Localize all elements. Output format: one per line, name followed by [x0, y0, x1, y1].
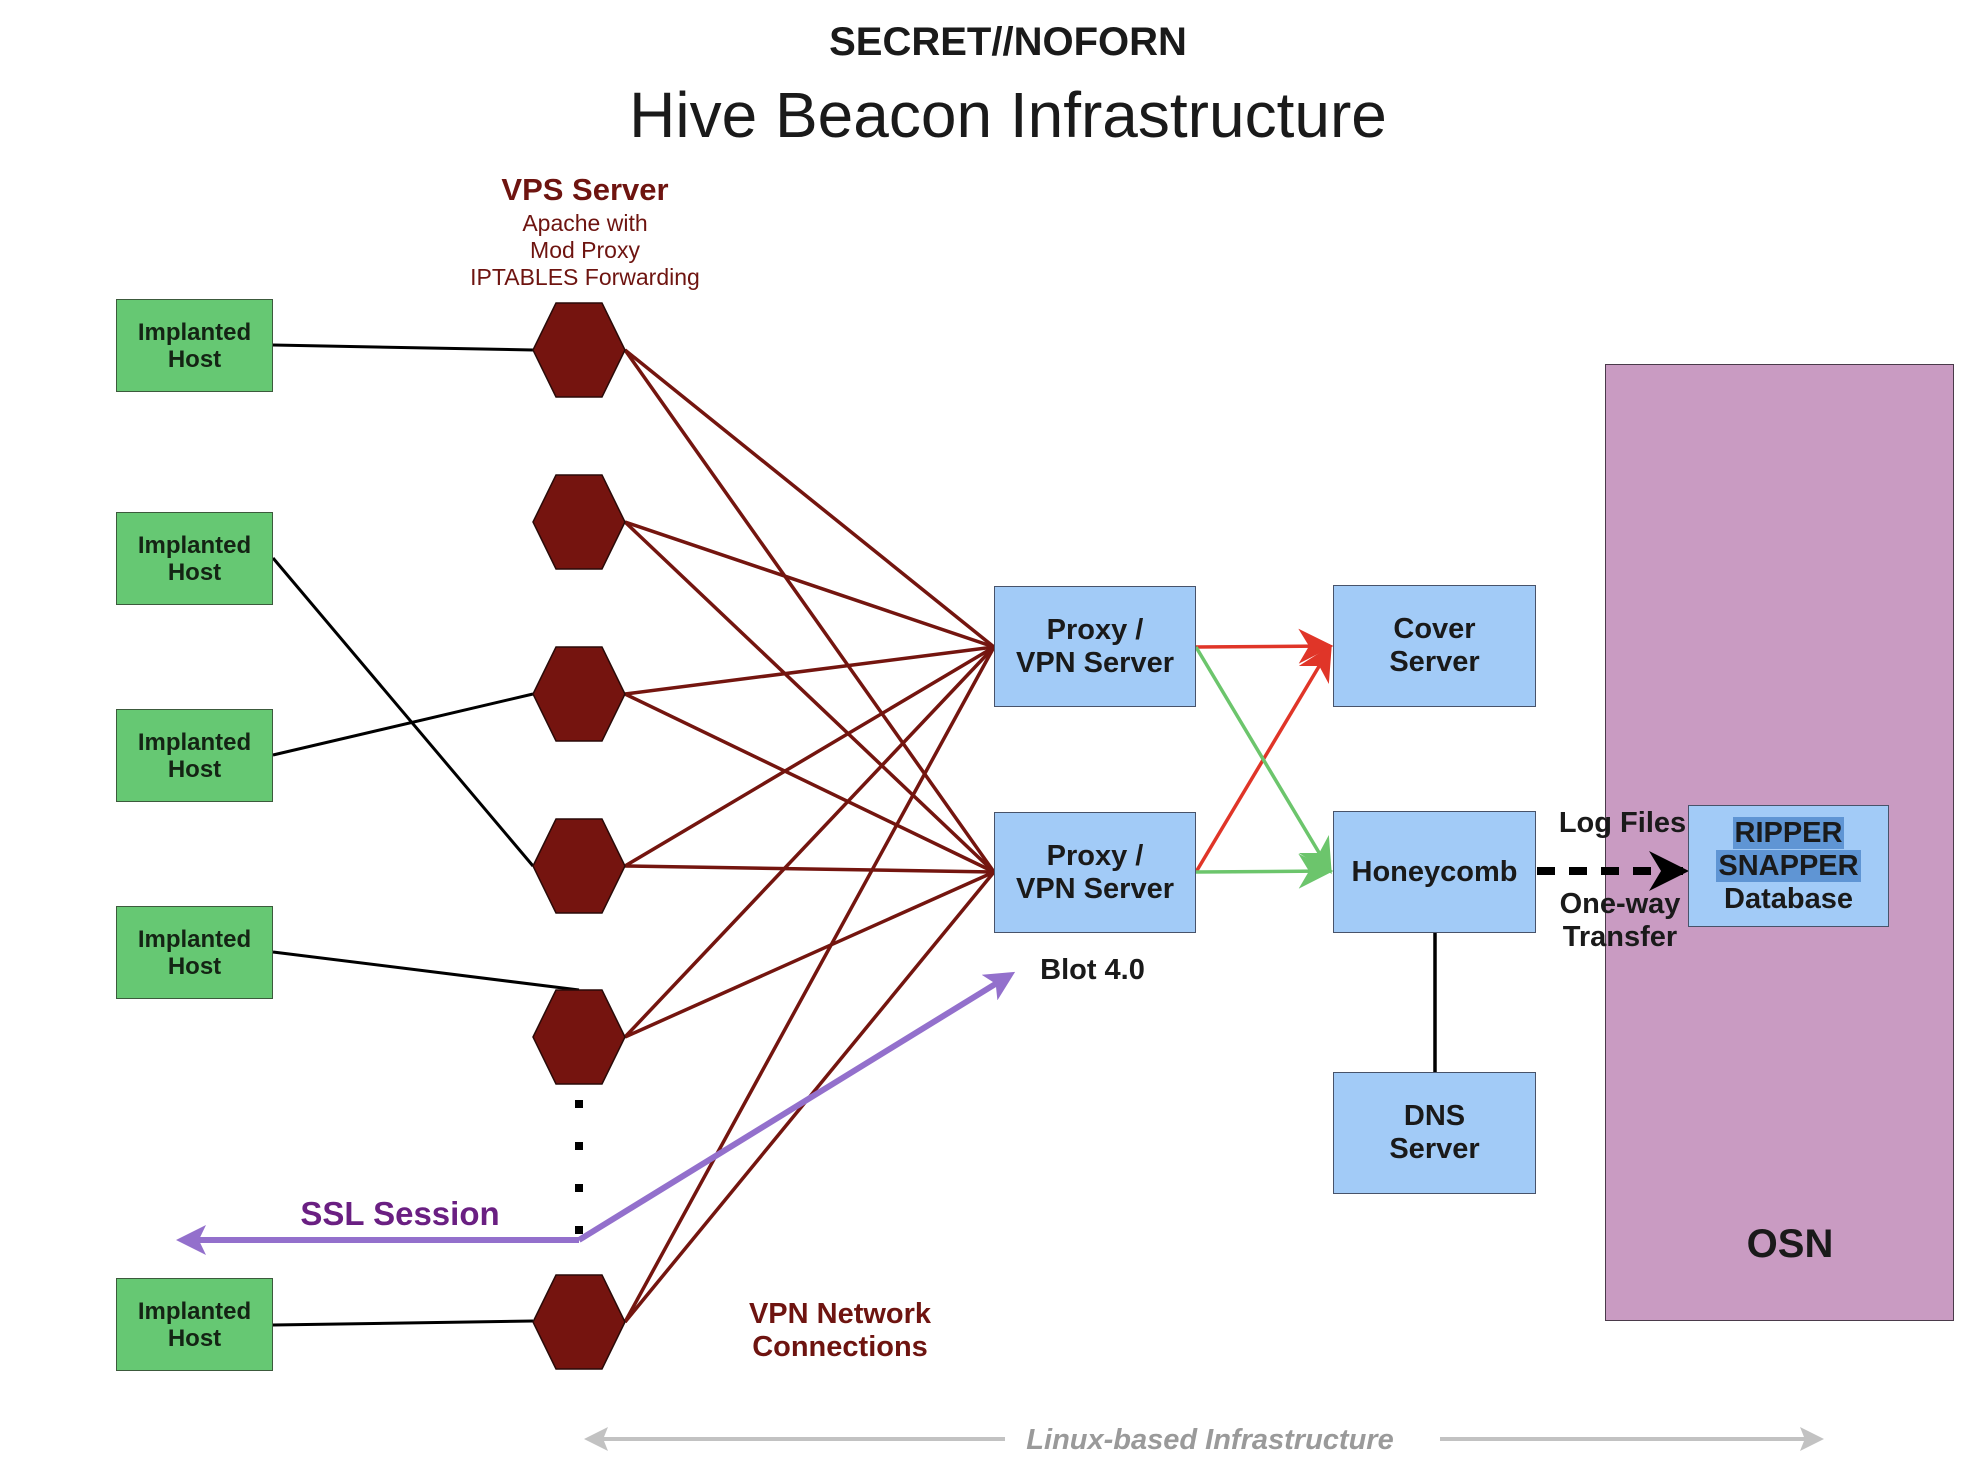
- ellipsis-dot: [575, 1226, 583, 1234]
- proxy-label: VPN Server: [1016, 646, 1174, 679]
- host-link-line: [272, 343, 534, 352]
- one-way-line: Transfer: [1562, 921, 1678, 953]
- host-label: Implanted: [137, 925, 252, 953]
- host-label: Host: [167, 345, 222, 373]
- host-link-line: [271, 557, 535, 867]
- blot-label: Blot 4.0: [1040, 954, 1145, 986]
- host-label: Host: [167, 952, 222, 980]
- dns-label: DNS: [1403, 1100, 1466, 1132]
- snapper-line: SNAPPER: [1716, 849, 1861, 882]
- vpn-connection-line: [623, 646, 996, 1323]
- vpn-connection-line: [624, 520, 995, 649]
- proxy-label: VPN Server: [1016, 872, 1174, 905]
- honeycomb-label: Honeycomb: [1351, 855, 1518, 888]
- proxy-vpn-server-2[interactable]: Proxy /VPN Server: [994, 812, 1196, 933]
- host-label: Implanted: [137, 728, 252, 756]
- one-way-line: One-way: [1559, 888, 1681, 920]
- ripper-label: Database: [1724, 882, 1853, 915]
- ssl-session-arrow-right: [577, 971, 1016, 1243]
- ellipsis-dot: [575, 1142, 583, 1150]
- host-label: Host: [167, 755, 222, 783]
- host-label: Host: [167, 1324, 222, 1352]
- vpn-connection-line: [624, 645, 995, 868]
- ripper-snapper-database[interactable]: RIPPER SNAPPER Database: [1688, 805, 1889, 927]
- one-way-transfer-label: One-way Transfer: [1545, 888, 1695, 954]
- vps-desc-line: IPTABLES Forwarding: [470, 264, 700, 290]
- vpn-conn-line: VPN Network: [748, 1298, 932, 1330]
- classification-banner: SECRET//NOFORN: [829, 20, 1187, 64]
- vps-server-title: VPS Server: [501, 172, 669, 207]
- host-link-line: [272, 1319, 534, 1327]
- honeycomb-server[interactable]: Honeycomb: [1333, 811, 1536, 933]
- vps-server-node-icon[interactable]: [532, 818, 626, 914]
- vpn-conn-line: Connections: [752, 1331, 928, 1363]
- log-files-label: Log Files: [1558, 807, 1687, 839]
- vps-server-node-icon[interactable]: [532, 302, 626, 398]
- page-title: Hive Beacon Infrastructure: [629, 79, 1387, 151]
- vpn-connection-line: [623, 348, 996, 874]
- vpn-network-connections-label: VPN Network Connections: [720, 1298, 960, 1364]
- vps-server-node-icon[interactable]: [532, 1274, 626, 1370]
- vpn-connection-line: [623, 645, 996, 1039]
- vps-server-node-icon[interactable]: [532, 646, 626, 742]
- vpn-connection-line: [624, 645, 995, 696]
- vpn-connection-line: [623, 520, 996, 874]
- host-link-line: [272, 692, 534, 757]
- proxy1-to-honeycomb-arrow: [1194, 646, 1332, 875]
- vpn-connection-line: [624, 692, 995, 874]
- proxy-vpn-server-1[interactable]: Proxy /VPN Server: [994, 586, 1196, 707]
- ripper-label: RIPPER: [1716, 816, 1860, 850]
- vps-server-description: Apache with Mod Proxy IPTABLES Forwardin…: [440, 210, 730, 291]
- cover-label: Server: [1389, 646, 1480, 678]
- vps-desc-line: Apache with: [522, 210, 648, 236]
- vps-server-node-icon[interactable]: [532, 474, 626, 570]
- cover-label: Cover: [1393, 613, 1476, 645]
- linux-infrastructure-label: Linux-based Infrastructure: [1026, 1424, 1394, 1456]
- host-link-line: [272, 950, 580, 992]
- vpn-connection-line: [623, 348, 996, 649]
- dns-label: Server: [1389, 1133, 1480, 1165]
- proxy2-to-honeycomb-arrow: [1195, 853, 1334, 889]
- ripper-line: RIPPER: [1732, 816, 1845, 849]
- proxy-label: Proxy /: [1046, 839, 1144, 872]
- ellipsis-dot: [575, 1100, 583, 1108]
- osn-label: OSN: [1746, 1222, 1834, 1266]
- ripper-label: SNAPPER: [1716, 849, 1861, 883]
- host-label: Implanted: [137, 318, 252, 346]
- host-label: Implanted: [137, 1297, 252, 1325]
- proxy1-to-cover-arrow: [1195, 628, 1334, 664]
- ssl-session-label: SSL Session: [300, 1195, 500, 1232]
- host-label: Host: [167, 558, 222, 586]
- vps-desc-line: Mod Proxy: [530, 237, 640, 263]
- ellipsis-dot: [575, 1184, 583, 1192]
- vpn-connection-line: [624, 864, 995, 874]
- vpn-connection-line: [624, 870, 995, 1039]
- host-label: Implanted: [137, 531, 252, 559]
- vps-server-node-icon[interactable]: [532, 989, 626, 1085]
- proxy-label: Proxy /: [1046, 613, 1144, 646]
